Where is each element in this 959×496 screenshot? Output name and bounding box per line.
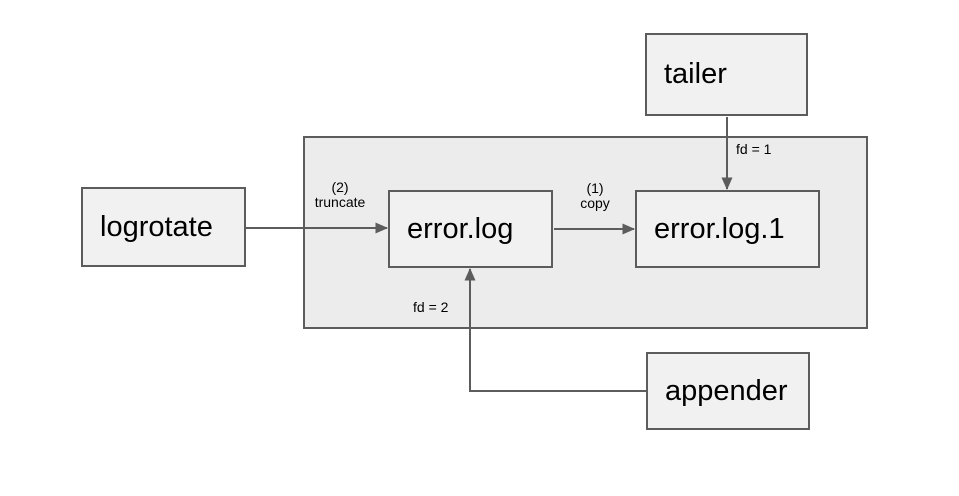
node-logrotate: logrotate bbox=[81, 187, 246, 267]
edge-label-truncate-action: truncate bbox=[314, 194, 366, 210]
node-error-log-label: error.log bbox=[407, 212, 514, 245]
edge-label-copy-step: (1) bbox=[586, 180, 604, 196]
node-tailer: tailer bbox=[645, 33, 808, 116]
node-logrotate-label: logrotate bbox=[100, 210, 213, 243]
node-tailer-label: tailer bbox=[664, 58, 727, 90]
node-appender-label: appender bbox=[665, 374, 788, 407]
edge-label-truncate: (2) truncate bbox=[305, 180, 375, 210]
node-appender: appender bbox=[646, 352, 810, 430]
node-error-log-1: error.log.1 bbox=[635, 190, 820, 268]
edge-label-copy-action: copy bbox=[580, 195, 610, 211]
edge-label-fd2: fd = 2 bbox=[413, 299, 449, 315]
node-error-log: error.log bbox=[388, 190, 553, 268]
edge-label-truncate-step: (2) bbox=[331, 179, 349, 195]
edge-label-copy: (1) copy bbox=[560, 181, 630, 211]
node-error-log-1-label: error.log.1 bbox=[654, 212, 785, 245]
edge-label-fd1: fd = 1 bbox=[736, 141, 772, 157]
